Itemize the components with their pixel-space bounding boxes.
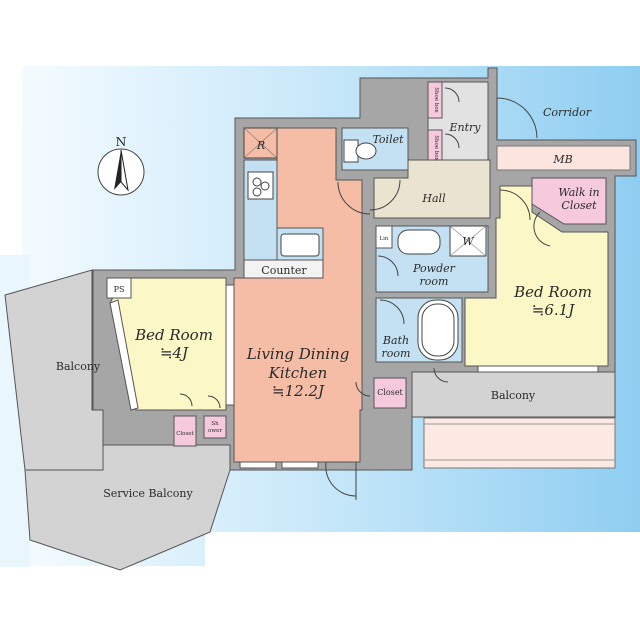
powder-label-line1: Powder bbox=[412, 262, 456, 275]
toilet-label: Toilet bbox=[372, 133, 404, 146]
bath-label-line1: Bath bbox=[382, 334, 409, 347]
walk-in-label-line1: Walk in bbox=[558, 186, 599, 199]
shoe-box-1 bbox=[427, 81, 443, 119]
shoe-small-label-line1: Sh bbox=[211, 421, 219, 427]
corridor-label: Corridor bbox=[543, 106, 592, 119]
window-left bbox=[109, 299, 139, 411]
closet-small-left bbox=[173, 415, 197, 447]
white-bottom-area bbox=[205, 532, 640, 640]
fridge-label: R bbox=[256, 139, 265, 152]
bathtub bbox=[417, 299, 459, 361]
bedroom-left-size: ≒4J bbox=[160, 344, 189, 362]
bath-label-line2: room bbox=[382, 347, 411, 360]
shoe-small-label-line2: ower bbox=[208, 428, 222, 434]
window-bottom-1 bbox=[239, 461, 277, 469]
vanity-sink bbox=[397, 229, 441, 255]
compass-needle-dark bbox=[114, 150, 121, 190]
mb-label: MB bbox=[552, 153, 572, 166]
service-balcony-label: Service Balcony bbox=[103, 487, 193, 500]
entry-label: Entry bbox=[448, 121, 481, 134]
hall-area bbox=[373, 159, 491, 219]
washer-label: W bbox=[462, 235, 475, 248]
closet-center-label: Closet bbox=[377, 388, 403, 397]
shoe-box-1-label: Shoe box bbox=[433, 87, 439, 113]
linen-box bbox=[375, 225, 393, 249]
closet-center-box bbox=[373, 377, 407, 409]
kitchen-sink bbox=[280, 233, 320, 257]
north-compass: N bbox=[97, 134, 145, 196]
counter-bar bbox=[243, 259, 324, 279]
compass-north-label: N bbox=[116, 134, 127, 149]
bedroom-left-label: Bed Room bbox=[134, 326, 213, 344]
bathtub-inner bbox=[421, 303, 455, 357]
ldk-size: ≒12.2J bbox=[272, 382, 325, 400]
balcony-right-label: Balcony bbox=[491, 389, 536, 402]
window-bottom-2 bbox=[281, 461, 319, 469]
bedroom-right-label: Bed Room bbox=[513, 283, 592, 301]
walk-in-label-line2: Closet bbox=[561, 199, 597, 212]
inner-window bbox=[225, 284, 235, 406]
door-swings bbox=[179, 87, 551, 500]
shoe-box-2-label: Shoe box bbox=[433, 135, 439, 161]
powder-label-line2: room bbox=[420, 275, 449, 288]
ps-label: PS bbox=[114, 285, 125, 294]
toilet-bowl bbox=[355, 142, 377, 160]
walk-in-closet bbox=[531, 177, 607, 225]
closet-small-label: Closet bbox=[176, 431, 194, 437]
service-balcony-area bbox=[24, 444, 231, 571]
linen-label: Lin bbox=[380, 236, 389, 242]
compass-needle-light bbox=[120, 149, 129, 192]
shoe-small-left bbox=[203, 415, 227, 439]
window-right-bedroom bbox=[477, 365, 599, 373]
ldk-label-line1: Living Dining bbox=[246, 345, 350, 363]
balcony-left-label: Balcony bbox=[56, 360, 101, 373]
mb-area bbox=[496, 145, 631, 171]
hall-label: Hall bbox=[421, 192, 446, 205]
ps-box bbox=[106, 277, 132, 299]
ldk-label-line2: Kitchen bbox=[268, 364, 328, 382]
bedroom-right-size: ≒6.1J bbox=[532, 301, 575, 319]
counter-label: Counter bbox=[261, 264, 307, 277]
